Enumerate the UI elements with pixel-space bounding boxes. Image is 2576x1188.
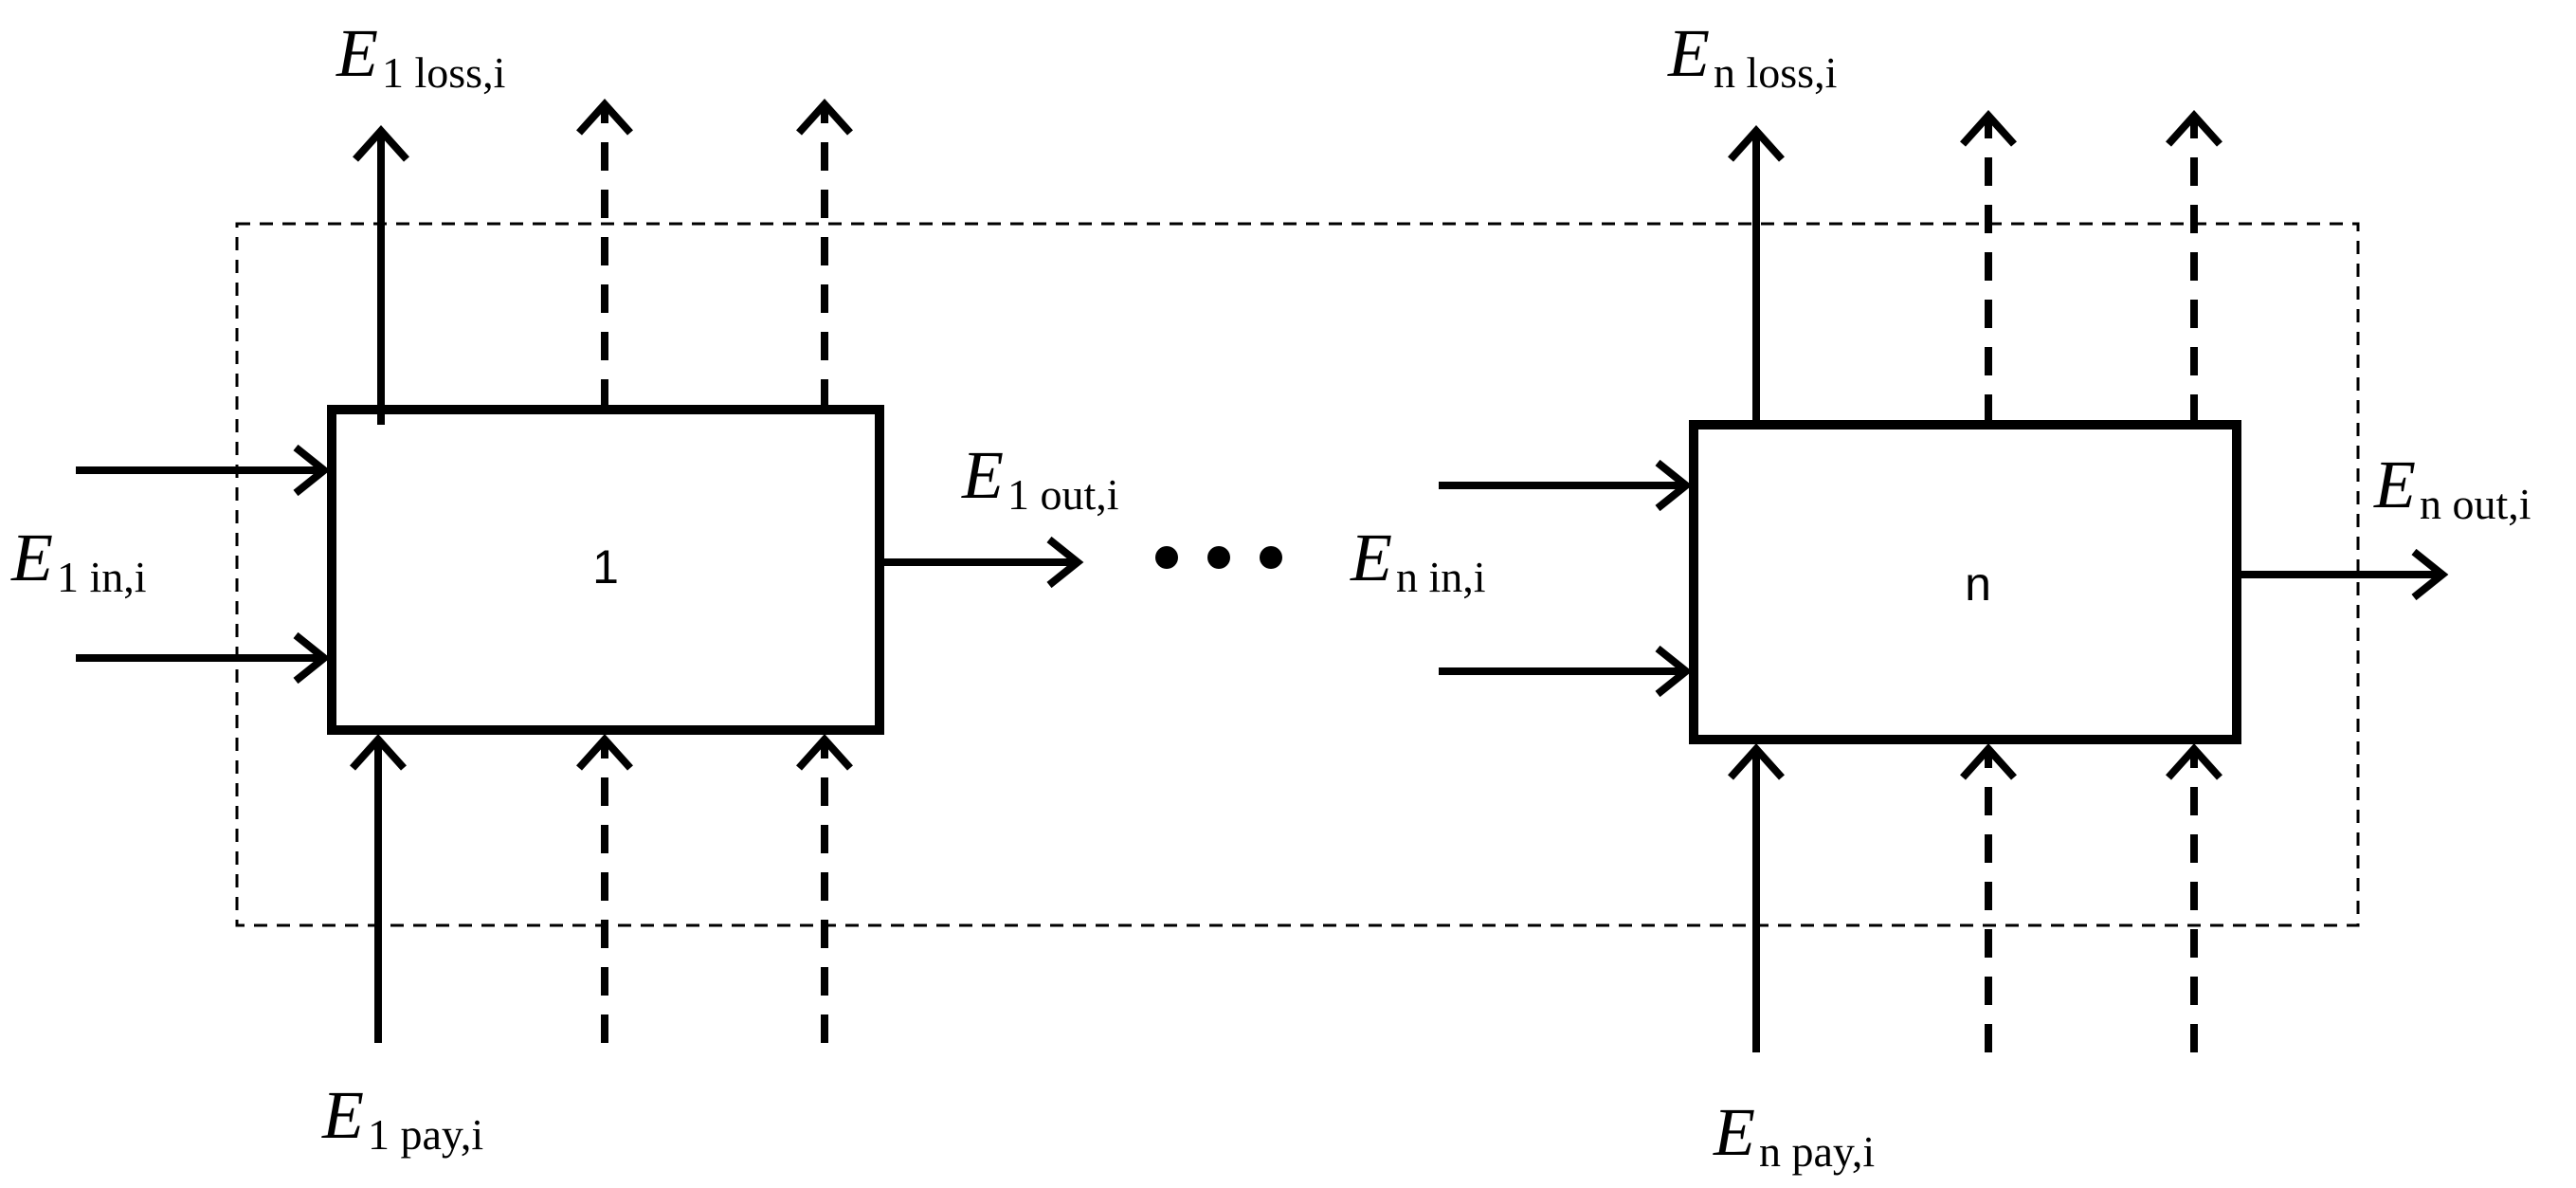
block-n-input-arrow-a [1439, 459, 1693, 512]
block-1-pay-arrow-dashed-b [796, 734, 853, 1043]
block-n-loss-arrow-dashed-a [1960, 110, 2017, 423]
block-n-pay-label: En pay,i [1713, 1094, 1875, 1176]
block-n-pay-arrow-dashed-a [1960, 743, 2017, 1052]
block-1-pay-arrow [350, 734, 407, 1043]
block-n [1689, 420, 2241, 744]
block-1-loss-arrow-dashed-b [796, 99, 853, 408]
block-1-pay-arrow-dashed-a [576, 734, 633, 1043]
block-n-input-label: En in,i [1350, 520, 1486, 601]
block-n-pay-arrow [1728, 743, 1785, 1052]
block-1-output-label: E1 out,i [961, 437, 1119, 519]
block-1-pay-label: E1 pay,i [321, 1077, 483, 1159]
block-1-input-label: E1 in,i [10, 520, 147, 601]
block-n-loss-arrow [1728, 125, 1785, 425]
block-n-group: n [1350, 15, 2531, 1176]
block-1 [327, 405, 884, 735]
block-n-output-label: En out,i [2373, 447, 2531, 528]
block-1-group: 1 [10, 15, 1119, 1159]
block-1-input-arrow-a [76, 444, 331, 497]
block-n-input-arrow-b [1439, 645, 1693, 698]
block-n-label: n [1965, 557, 1991, 611]
block-n-pay-arrow-dashed-b [2166, 743, 2222, 1052]
block-n-loss-arrow-dashed-b [2166, 110, 2222, 423]
block-1-input-arrow-b [76, 631, 331, 685]
block-1-loss-arrow [353, 125, 409, 425]
block-1-label: 1 [592, 540, 619, 594]
block-n-output-arrow [2239, 548, 2449, 601]
ellipsis [1155, 546, 1282, 569]
block-1-loss-arrow-dashed-a [576, 99, 633, 408]
block-1-loss-label: E1 loss,i [336, 15, 505, 97]
block-1-output-arrow [881, 536, 1084, 589]
block-n-loss-label: En loss,i [1667, 15, 1837, 97]
